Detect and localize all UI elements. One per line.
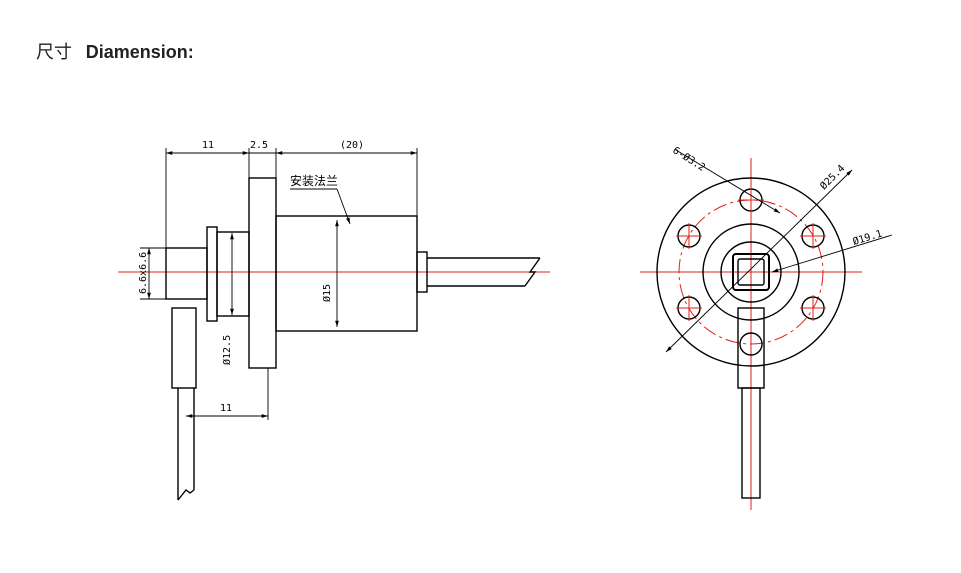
dim-label-6-d3-2: 6-Ø3.2 [670,144,707,173]
rotor-wire-sleeve [171,307,197,389]
cable-break [524,257,541,287]
rotor-shaft [216,231,250,317]
dim-label-11-bottom: 11 [220,403,232,414]
rotor-wire-break [177,489,195,501]
dim-label-6-6: 6.6x6.6 [138,252,149,294]
side-view: 11 2.5 (20) 安装法兰 Ø15 Ø12.5 6.6x6.6 [118,140,550,501]
dim-label-11-top: 11 [202,140,214,151]
dim-label-d15: Ø15 [321,284,333,302]
dim-label-d12-5: Ø12.5 [221,335,233,365]
flange-note-leader [336,188,351,225]
mounting-flange [248,177,277,369]
dim-label-d25-4: Ø25.4 [818,162,848,192]
end-cap [416,251,428,293]
flange-note: 安装法兰 [290,173,338,188]
dim-label-2-5: 2.5 [250,140,268,151]
rotor-head [165,247,208,300]
leader-d25-4 [665,169,853,353]
page-title: 尺寸 Diamension: [36,38,194,64]
leader-d19-1 [771,234,893,273]
title-chinese: 尺寸 [36,42,72,63]
front-view: 6-Ø3.2 Ø25.4 Ø19.1 [640,144,893,510]
dim-label-20: (20) [340,140,364,151]
front-wire [741,387,761,499]
main-body [275,215,418,332]
rotor-collar [206,226,218,322]
title-english: Diamension: [85,42,194,62]
dim-label-d19-1: Ø19.1 [851,228,883,248]
